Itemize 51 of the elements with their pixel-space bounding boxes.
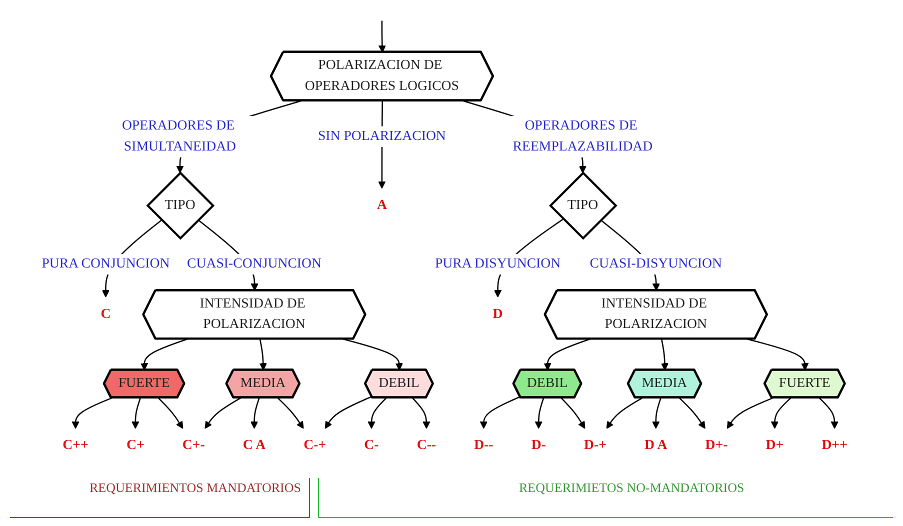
arrow [660, 338, 669, 370]
edge-label: CUASI-CONJUNCION [187, 256, 322, 272]
node-text: D-+ [584, 438, 606, 453]
arrow [534, 398, 544, 429]
node-text: D+ [766, 438, 784, 453]
node-text: C+- [182, 438, 205, 453]
arrow [480, 396, 520, 429]
arrow [324, 396, 372, 429]
arrow [560, 397, 586, 429]
arrow [412, 397, 430, 429]
node-text: D-- [474, 438, 494, 453]
arrow [726, 397, 774, 429]
node-text: D [492, 306, 503, 322]
arrow [678, 397, 706, 429]
edge-label: OPERADORES DE SIMULTANEIDAD [122, 118, 236, 154]
arrow [132, 398, 142, 429]
node-text: D- [531, 438, 546, 453]
node-text: A [376, 198, 387, 213]
arrow [259, 338, 267, 370]
arrow [606, 397, 643, 429]
arrow [378, 20, 386, 53]
arrow [72, 397, 112, 429]
arrow [140, 338, 188, 370]
bracket-label: REQUERIMIETOS NO-MANDATORIOS [519, 480, 744, 496]
node-text: C [100, 306, 111, 322]
node-text: C++ [62, 438, 88, 453]
node-text: C+ [126, 438, 144, 453]
edge-label: SIN POLARIZACION [318, 128, 446, 144]
node-text: D++ [822, 438, 848, 453]
edge-label: OPERADORES DE REEMPLAZABILIDAD [512, 118, 653, 154]
node-text: D+- [705, 438, 728, 453]
arrow [544, 338, 590, 370]
edge-label: PURA CONJUNCION [42, 256, 170, 272]
arrow [770, 397, 792, 429]
node-text: C- [364, 438, 379, 453]
arrow [818, 397, 838, 429]
node-text: C-- [416, 438, 436, 453]
edge-label: CUASI-DISYUNCION [590, 256, 722, 272]
node-text: D A [644, 438, 668, 453]
node-text: C-+ [304, 438, 326, 453]
node-diamond: TIPO [146, 171, 215, 240]
arrow [158, 397, 184, 429]
arrow [277, 397, 304, 429]
edge-label: PURA DISYUNCION [434, 256, 561, 272]
bracket-label: REQUERIMIENTOS MANDATORIOS [89, 480, 301, 496]
arrow [368, 397, 387, 429]
node-text: C A [242, 438, 266, 453]
node-diamond: TIPO [548, 171, 618, 240]
arrow [204, 397, 242, 429]
arrow [652, 398, 662, 429]
arrow [250, 398, 260, 429]
